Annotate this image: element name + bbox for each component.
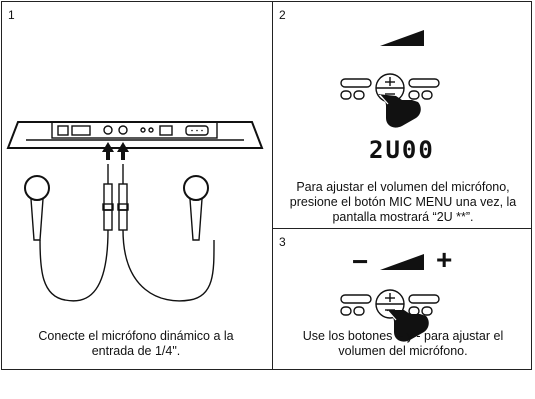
- row-divider: [272, 228, 532, 229]
- step-number-1: 1: [8, 8, 15, 22]
- step-number-3: 3: [279, 235, 286, 249]
- pressing-finger-icon-step3: [386, 310, 429, 342]
- panel-1-caption-line1: Conecte el micrófono dinámico a la: [38, 329, 234, 343]
- step-number-2: 2: [279, 8, 286, 22]
- plus-sign: +: [436, 244, 453, 275]
- lcd-display: 2U00: [369, 136, 435, 164]
- panel-2-caption: Para ajustar el volumen del micrófono, p…: [276, 180, 530, 225]
- right-microphone-icon: [183, 175, 209, 241]
- volume-ramp-icon-step3: [380, 254, 424, 270]
- panel-3-caption: Use los botones + y - para ajustar el vo…: [276, 329, 530, 359]
- panel-1-caption-line2: entrada de 1/4".: [91, 344, 181, 358]
- control-buttons-illustration: [340, 73, 440, 128]
- instruction-frame: [1, 1, 532, 370]
- control-buttons-illustration-step3: [340, 289, 440, 342]
- panel-2-caption-line1: Para ajustar el volumen del micrófono,: [296, 180, 510, 194]
- minus-sign: −: [352, 246, 369, 277]
- panel-2-caption-line2: presione el botón MIC MENU una vez, la: [289, 195, 517, 209]
- panel-1-caption: Conecte el micrófono dinámico a la entra…: [16, 329, 256, 359]
- quarter-inch-plug-icon: [102, 164, 129, 231]
- panel-2-caption-line3: pantalla mostrará “2U **”.: [332, 210, 474, 224]
- insert-arrow-icon: [102, 142, 129, 160]
- panel-3-caption-line1: Use los botones + y - para ajustar el: [302, 329, 504, 343]
- panel-3-caption-line2: volumen del micrófono.: [338, 344, 468, 358]
- microphone-connection-illustration: [6, 121, 264, 302]
- left-microphone-icon: [24, 175, 50, 241]
- device-panel-icon: [6, 121, 264, 149]
- column-divider: [272, 2, 273, 369]
- pressing-finger-icon: [378, 94, 421, 128]
- volume-ramp-icon: [380, 30, 424, 46]
